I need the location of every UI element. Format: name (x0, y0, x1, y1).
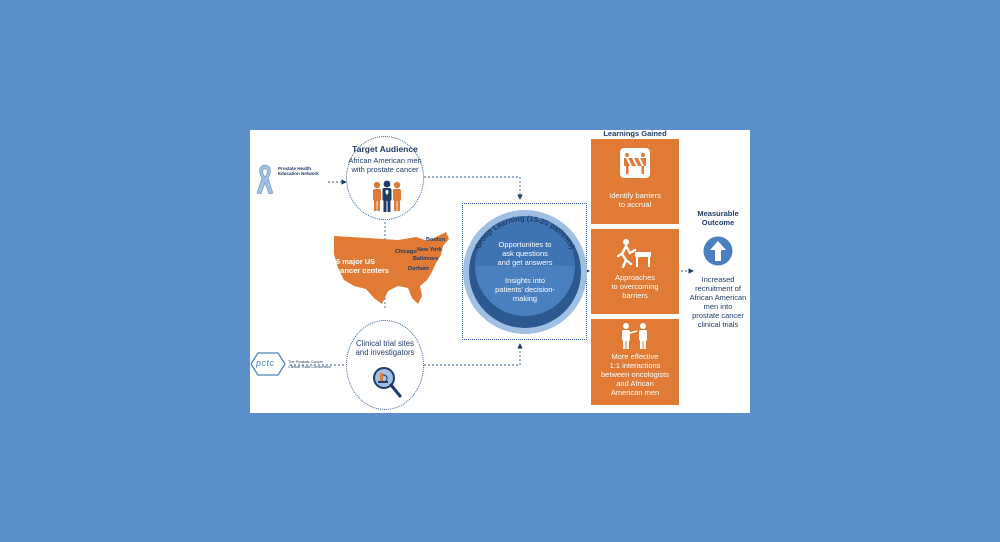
learnings-title: Learnings Gained (603, 130, 667, 138)
pcn-line1: Prostate Health (278, 166, 312, 171)
outcome-title2: Outcome (701, 218, 735, 228)
target-line2: with prostate cancer (351, 165, 419, 174)
box3-line3: between oncologists (601, 370, 669, 379)
box1-line1: Identify barriers (609, 191, 661, 200)
city-new-york: New York (417, 247, 442, 253)
hurdle-runner-icon (617, 239, 651, 268)
us-line2: cancer centers (336, 266, 389, 275)
us-line1: 6 major US (336, 257, 376, 266)
group-learning-graphic: Group Learning (15-20 patients) (463, 210, 587, 334)
us-centers-label: 6 major US cancer centers (336, 257, 389, 275)
us-map (334, 232, 449, 304)
box3-line2: 1:1 interactions (609, 361, 661, 370)
outcome-line1: Increased (701, 275, 735, 284)
outcome-line3: African American (689, 293, 747, 302)
city-durham: Durham (408, 266, 429, 272)
clinical-line1: Clinical trial sites (355, 339, 415, 348)
pctc-logo-icon (250, 352, 286, 376)
box1-text: Identify barriers to accrual (595, 191, 675, 209)
box2-text: Approaches to overcoming barriers (595, 273, 675, 300)
box2-line2: to overcoming (611, 282, 659, 291)
diagram-panel: Prostate Health Education Network Target… (250, 130, 750, 413)
box1-line2: to accrual (618, 200, 652, 209)
clinical-line2: and investigators (355, 348, 415, 358)
learning-box-interactions: More effective 1:1 interactions between … (591, 319, 679, 405)
learning-box-barriers: Identify barriers to accrual (591, 139, 679, 224)
learning-box-approaches: Approaches to overcoming barriers (591, 229, 679, 314)
up-arrow-icon (703, 236, 733, 266)
box3-line4: and African (616, 379, 654, 388)
outcome-title1: Measurable (697, 209, 739, 218)
gl-bot2: patients’ decision- (495, 285, 555, 294)
outcome-line2: recruitment of (695, 284, 741, 293)
pcn-label: Prostate Health Education Network (278, 166, 338, 177)
box2-line3: barriers (622, 291, 648, 300)
doctor-patient-icon (622, 323, 647, 349)
outcome-title: Measurable Outcome (686, 209, 750, 228)
pctc-logo-text: pctc (256, 358, 275, 368)
clinical-sub: Clinical trial sites and investigators (347, 339, 423, 358)
box2-line1: Approaches (614, 273, 656, 282)
outcome-line4: men into (703, 302, 733, 311)
box3-line5: American men (610, 388, 660, 397)
target-audience-circle: Target Audience African American men wit… (346, 136, 424, 220)
barrier-icon (620, 148, 650, 178)
outcome-line5: prostate cancer (692, 311, 744, 320)
city-baltimore: Baltimore (413, 256, 439, 262)
people-icon (373, 180, 401, 212)
box3-text: More effective 1:1 interactions between … (595, 352, 675, 397)
gl-bot3: making (512, 294, 538, 303)
target-title: Target Audience (352, 144, 418, 154)
pcn-line2: Education Network (278, 171, 319, 177)
pctc-line2: Clinical Trials Consortium (288, 364, 331, 369)
pctc-line1: The Prostate Cancer (288, 360, 324, 364)
city-boston: Boston (426, 237, 445, 243)
gl-bottom-text: Insights into patients’ decision- making (484, 276, 566, 303)
gl-top2: ask questions (502, 249, 548, 258)
microscope-search-icon (373, 367, 402, 398)
outcome-text: Increased recruitment of African America… (682, 275, 750, 329)
gl-top1: Opportunities to (498, 240, 552, 249)
box3-line1: More effective (611, 352, 659, 361)
gl-top-text: Opportunities to ask questions and get a… (484, 240, 566, 267)
outcome-line6: clinical trials (697, 320, 739, 329)
city-chicago: Chicago (395, 249, 417, 255)
target-sub: African American men with prostate cance… (345, 156, 425, 174)
ribbon-icon (256, 164, 274, 195)
target-line1: African American men (348, 156, 422, 165)
gl-top3: and get answers (497, 258, 553, 267)
pctc-label: The Prostate Cancer Clinical Trials Cons… (288, 360, 338, 369)
clinical-trial-circle: Clinical trial sites and investigators (346, 320, 424, 410)
gl-bot1: Insights into (504, 276, 546, 285)
